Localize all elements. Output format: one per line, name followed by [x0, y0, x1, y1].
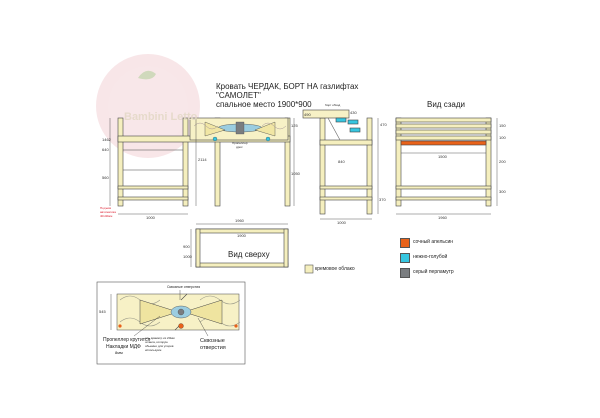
- back-view-label: Вид сзади: [427, 100, 465, 109]
- back-dimension-lines: [396, 118, 498, 215]
- red-note-3: 40х40мм: [100, 214, 113, 218]
- top-view: [195, 228, 289, 268]
- dim-200: 200: [499, 159, 506, 164]
- overlays-note: Накладки МДФ: [106, 344, 141, 350]
- through-holes-small: Сквозные отверстия: [167, 285, 201, 289]
- propeller-small-2: дрос: [236, 145, 243, 149]
- dim-640: 640: [102, 147, 109, 152]
- legend-label-gray: серый перламутр: [413, 269, 454, 275]
- cream-label: кремовое облако: [315, 266, 355, 272]
- dim-300: 300: [499, 189, 506, 194]
- title-line-3: спальное место 1900*900: [216, 100, 312, 109]
- legend-swatch-gray: [400, 268, 410, 278]
- dim-470: 470: [380, 122, 387, 127]
- dim-2114: 2114: [198, 157, 207, 162]
- dim-490: 490: [304, 112, 311, 117]
- axis-note-4: используем: [145, 348, 162, 352]
- dim-1960-top: 1960: [235, 218, 244, 223]
- top-view-label: Вид сверху: [228, 250, 270, 259]
- dim-1000-side: 1000: [337, 220, 346, 225]
- side-view: [302, 109, 373, 215]
- back-view: [395, 117, 492, 207]
- side-dimension-lines: [320, 118, 379, 220]
- dim-100: 100: [499, 135, 506, 140]
- title-line-1: Кровать ЧЕРДАК, БОРТ НА газлифтах: [216, 82, 359, 91]
- dim-560: 560: [102, 175, 109, 180]
- top-dimension-lines: [190, 223, 288, 267]
- through-holes-1: Сквозные: [200, 338, 225, 344]
- dim-900-top: 900: [183, 244, 190, 249]
- side-small: борт обход: [325, 103, 341, 107]
- dim-1462: 1462: [102, 137, 111, 142]
- propeller-small: Пропеллер: [232, 141, 248, 145]
- dim-125: 125: [291, 123, 298, 128]
- dim-1050: 1050: [291, 171, 300, 176]
- through-holes-2: отверстия: [200, 345, 226, 351]
- dim-1500-back: 1500: [438, 154, 447, 159]
- dim-1000-top: 1000: [183, 254, 192, 259]
- dim-150: 150: [499, 123, 506, 128]
- overlays-note-2: 8мм: [115, 350, 123, 355]
- legend-swatch-blue: [400, 253, 410, 263]
- title-line-2: "САМОЛЕТ": [216, 91, 261, 100]
- red-note-2: автоматика: [100, 210, 116, 214]
- dim-1000-front: 1000: [146, 215, 155, 220]
- logo-text: Bambini Letto: [124, 111, 198, 123]
- axis-note-1: ось диаметр из 20мм: [145, 336, 175, 340]
- front-dimension-lines: [109, 118, 295, 215]
- detail-panel: [96, 281, 246, 365]
- legend-swatch-orange: [400, 238, 410, 248]
- dim-1900-top: 1900: [237, 233, 246, 238]
- dim-430: 430: [350, 110, 357, 115]
- legend-label-orange: сочный апельсин: [413, 239, 454, 245]
- dim-840: 840: [338, 159, 345, 164]
- propeller-note: Пропеллер крутится: [103, 337, 151, 343]
- dim-370: 370: [379, 197, 386, 202]
- cream-swatch: [304, 264, 314, 274]
- dim-1960-back: 1960: [438, 215, 447, 220]
- red-note-1: Подъём: [100, 206, 112, 210]
- axis-note-2: штанга, которую: [145, 340, 168, 344]
- axis-note-3: обьемно для упоров: [145, 344, 174, 348]
- airplane-decoration-front: [193, 121, 287, 142]
- dim-545: 545: [99, 309, 106, 314]
- legend-label-blue: нежно-голубой: [413, 254, 448, 260]
